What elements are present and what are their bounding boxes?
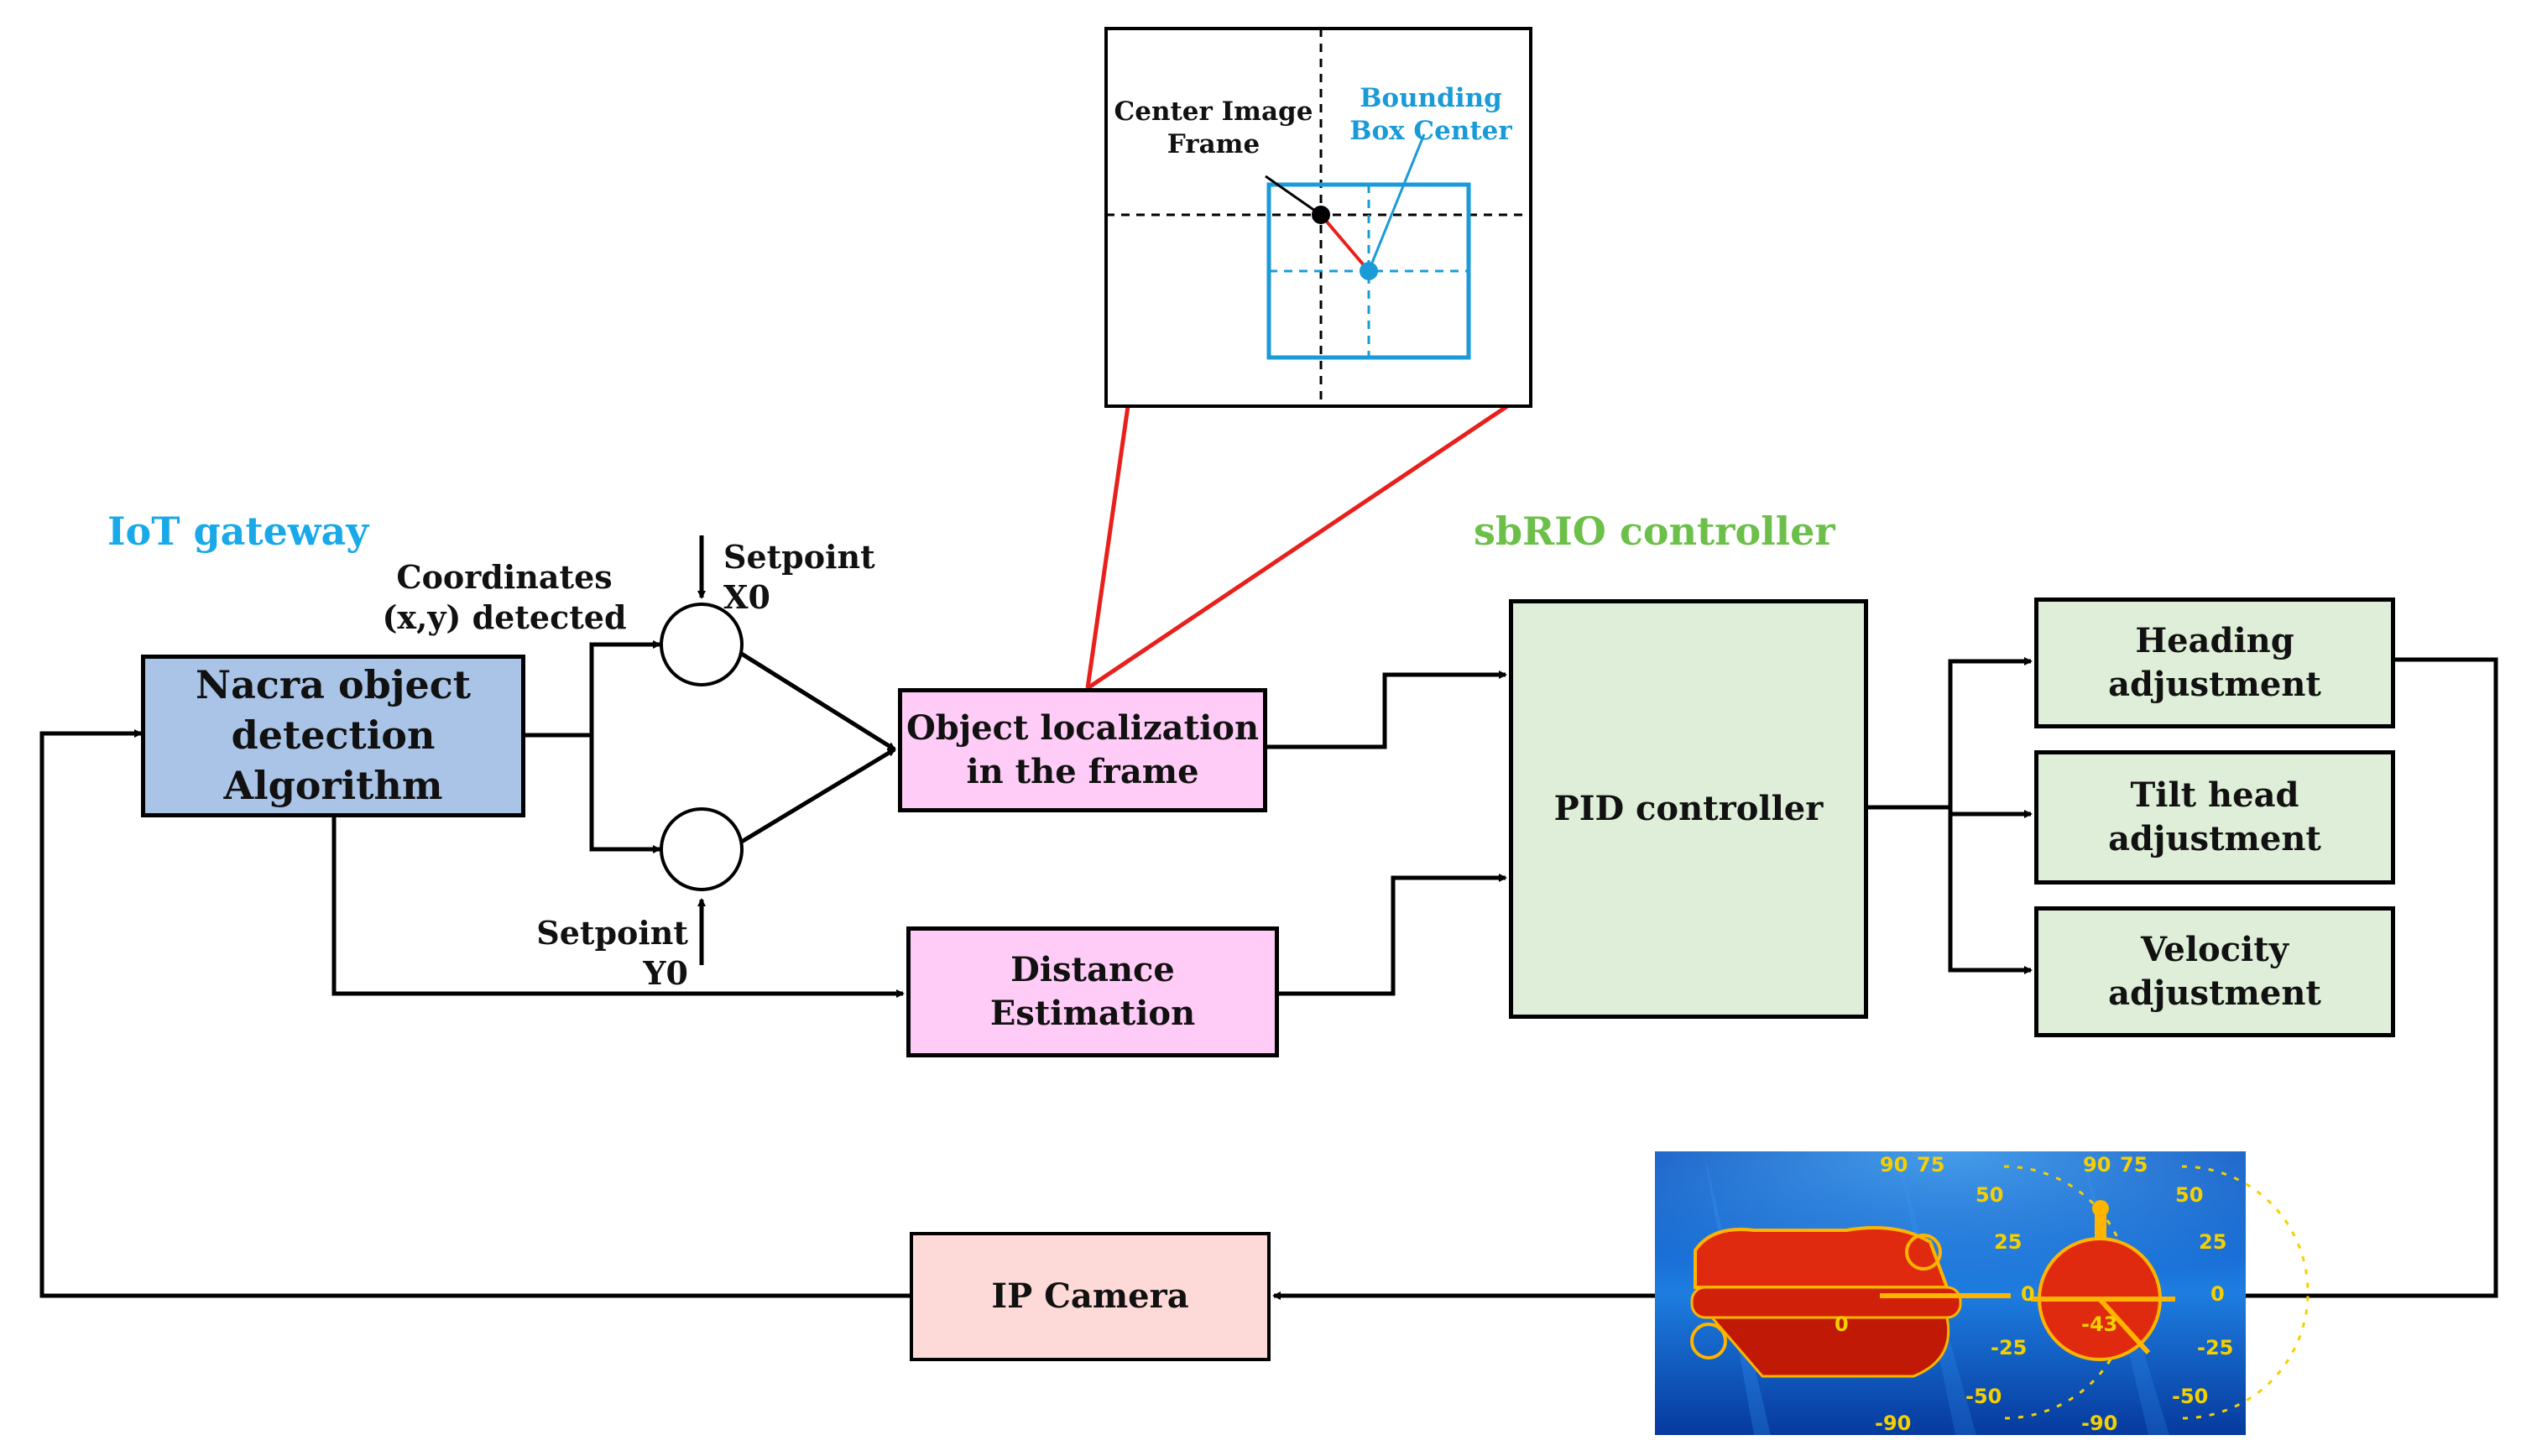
- pid-controller-box: PID controller: [1509, 599, 1868, 1019]
- heading-adjustment-label: Heading adjustment: [2108, 621, 2321, 704]
- gauge-left-tick: 90: [1880, 1153, 1908, 1177]
- gauge-left-tick: 25: [1994, 1230, 2022, 1254]
- gauge-right-tick: 75: [2120, 1153, 2148, 1177]
- heading-adjustment-box: Heading adjustment: [2034, 598, 2395, 728]
- bounding-box-center-label: Bounding Box Center: [1349, 83, 1512, 146]
- pid-controller-label: PID controller: [1553, 789, 1824, 828]
- nacra-detection-box: Nacra object detection Algorithm: [141, 655, 525, 817]
- sbrio-controller-title: sbRIO controller: [1474, 509, 1835, 554]
- gauge-left-tick: -90: [1875, 1412, 1911, 1435]
- velocity-adjustment-box: Velocity adjustment: [2034, 906, 2395, 1037]
- gauge-left-tick: -25: [1991, 1336, 2027, 1359]
- inset-callout-lines: [1085, 404, 1509, 691]
- gauge-right-reading: -43: [2081, 1312, 2117, 1336]
- rov-telemetry-image: 90 75 50 25 0 -25 -50 -90 0 90 75 50 25 …: [1655, 1151, 2310, 1435]
- ip-camera-box: IP Camera: [910, 1232, 1271, 1361]
- gauge-right-tick: -90: [2081, 1412, 2117, 1435]
- iot-gateway-title: IoT gateway: [107, 509, 369, 554]
- tilt-head-adjustment-label: Tilt head adjustment: [2108, 775, 2321, 858]
- distance-estimation-box: Distance Estimation: [906, 926, 1279, 1057]
- tilt-head-adjustment-box: Tilt head adjustment: [2034, 750, 2395, 885]
- gauge-left-tick: 75: [1917, 1153, 1944, 1177]
- distance-estimation-label: Distance Estimation: [989, 950, 1196, 1033]
- gauge-right-tick: -25: [2197, 1336, 2233, 1359]
- object-localization-label: Object localization in the frame: [906, 708, 1260, 791]
- coordinates-label: Coordinates (x,y) detected: [382, 558, 627, 636]
- inset-image-frame: [1104, 27, 1532, 408]
- velocity-adjustment-label: Velocity adjustment: [2108, 930, 2321, 1013]
- ip-camera-label: IP Camera: [991, 1276, 1189, 1316]
- wires-detection: [39, 535, 2498, 1300]
- gauge-right-tick: 90: [2083, 1153, 2111, 1177]
- setpoint-x-label: Setpoint X0: [723, 538, 875, 616]
- center-point-icon: [1312, 206, 1330, 224]
- gauge-right-tick: 0: [2210, 1282, 2225, 1306]
- nacra-detection-label: Nacra object detection Algorithm: [196, 662, 471, 808]
- gauge-right-tick: 25: [2199, 1230, 2226, 1254]
- gauge-left-tick: 50: [1976, 1183, 2003, 1207]
- bbox-center-point-icon: [1360, 262, 1378, 280]
- gauge-right-tick: -50: [2172, 1385, 2208, 1408]
- setpoint-y-label: Setpoint Y0: [536, 914, 688, 992]
- gauge-right-tick: 50: [2175, 1183, 2203, 1207]
- center-image-frame-label: Center Image Frame: [1114, 97, 1313, 159]
- comparator-x-circle: [660, 603, 744, 686]
- gauge-left-tick: 0: [2021, 1282, 2035, 1306]
- object-localization-box: Object localization in the frame: [898, 688, 1267, 812]
- comparator-y-circle: [660, 807, 744, 891]
- gauge-left-tick: -50: [1965, 1385, 2002, 1408]
- gauge-left-reading: 0: [1835, 1312, 1849, 1336]
